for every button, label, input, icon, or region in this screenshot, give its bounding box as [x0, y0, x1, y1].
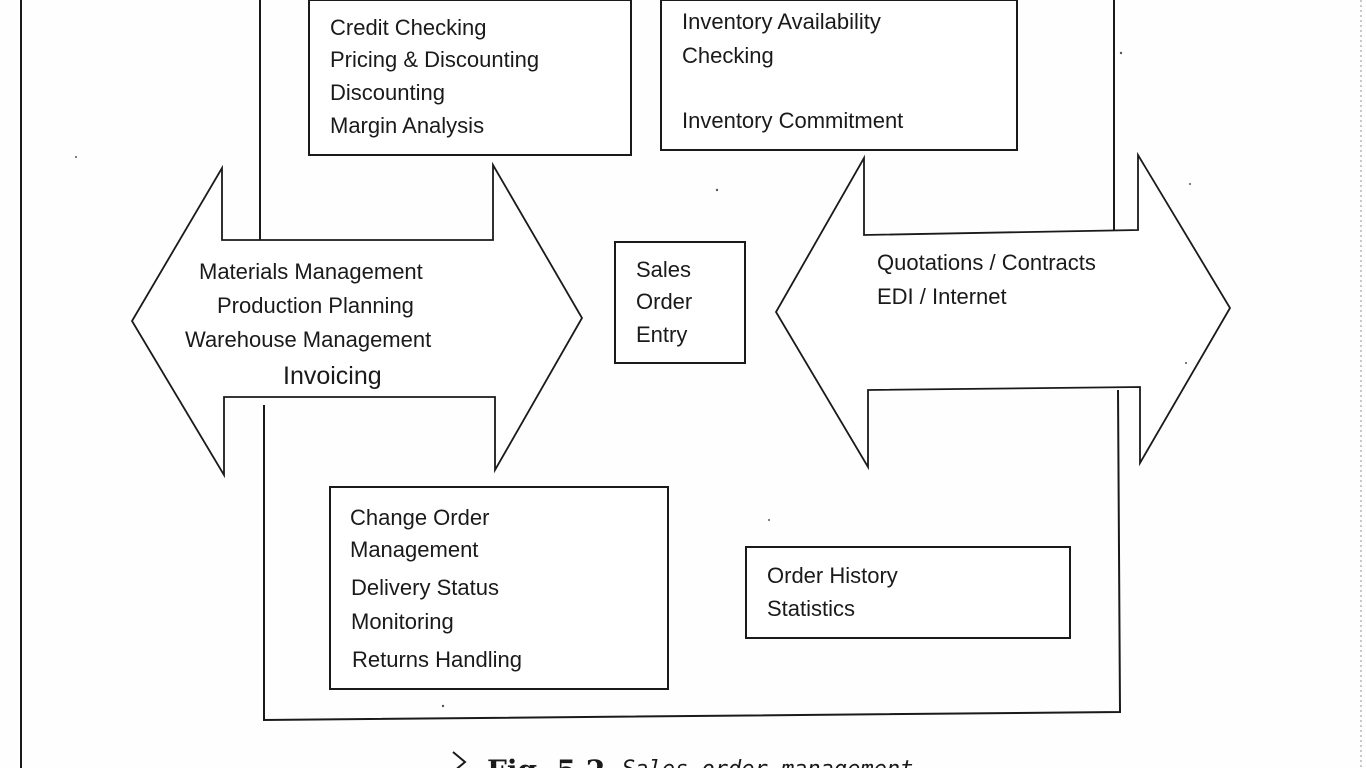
- scan-speck: [768, 519, 770, 521]
- left-double-arrow: [130, 161, 584, 479]
- top-left-box-line: Margin Analysis: [330, 113, 484, 138]
- top-right-box-line: Inventory Commitment: [682, 108, 903, 133]
- bottom-right-box-line: Order History: [767, 563, 898, 588]
- top-left-box-line: Pricing & Discounting: [330, 47, 539, 72]
- center-box-line: Entry: [636, 322, 687, 347]
- bottom-right-box: [745, 546, 1071, 639]
- bottom-left-box-line: Management: [350, 537, 478, 562]
- scan-speck: [1119, 51, 1123, 55]
- bottom-left-box-line: Returns Handling: [352, 647, 522, 672]
- bottom-left-box-line: Delivery Status: [351, 575, 499, 600]
- top-left-box: [308, 0, 632, 156]
- bottom-left-box-line: Monitoring: [351, 609, 454, 634]
- top-right-box-line: Checking: [682, 43, 774, 68]
- caption-marker-icon: [452, 751, 467, 768]
- center-box-line: Sales: [636, 257, 691, 282]
- top-left-box-line: Credit Checking: [330, 15, 487, 40]
- figure-caption-title: Sales order management: [622, 757, 913, 768]
- figure-caption-label: Fig. 5.2: [487, 754, 605, 768]
- left-arrow-line: Materials Management: [199, 259, 423, 284]
- connector-frame-bottom: [263, 389, 1122, 722]
- top-left-box-line: Discounting: [330, 80, 445, 105]
- bottom-left-box: [329, 486, 669, 690]
- right-arrow-line: EDI / Internet: [877, 284, 1007, 309]
- scan-speck: [1185, 362, 1187, 364]
- center-box-line: Order: [636, 289, 692, 314]
- scan-speck: [715, 188, 719, 192]
- left-arrow-line: Invoicing: [283, 362, 382, 390]
- scan-speck: [75, 156, 77, 158]
- bottom-left-box-line: Change Order: [350, 505, 489, 530]
- scan-speck: [441, 704, 445, 708]
- right-double-arrow: [774, 151, 1232, 471]
- center-box: [614, 241, 746, 364]
- left-arrow-line: Production Planning: [217, 293, 414, 318]
- top-right-box-line: Inventory Availability: [682, 9, 881, 34]
- top-right-box: [660, 0, 1018, 151]
- left-arrow-line: Warehouse Management: [185, 327, 431, 352]
- bottom-right-box-line: Statistics: [767, 596, 855, 621]
- right-arrow-line: Quotations / Contracts: [877, 250, 1096, 275]
- scan-speck: [1189, 183, 1191, 185]
